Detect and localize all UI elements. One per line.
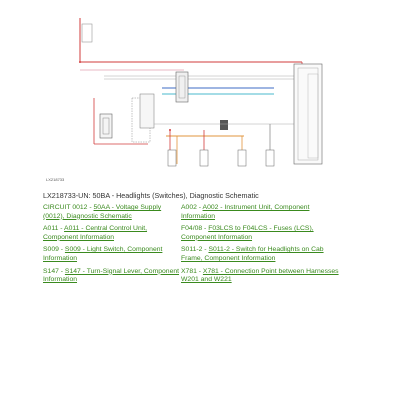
component-links: CIRCUIT 0012 - 50AA - Voltage Supply (00… xyxy=(43,204,343,285)
link-text[interactable]: S011-2 - Switch for Headlights on Cab Fr… xyxy=(181,246,324,262)
connector-s147-a xyxy=(167,149,177,167)
link-s009[interactable]: S009 - S009 - Light Switch, Component In… xyxy=(43,246,181,263)
link-code: S009 - xyxy=(43,246,65,254)
link-text[interactable]: S009 - Light Switch, Component Informati… xyxy=(43,246,163,262)
link-code: A011 - xyxy=(43,225,65,233)
image-id: LX218733 xyxy=(46,177,65,182)
link-code: X781 - xyxy=(181,267,203,275)
junction-dot-1 xyxy=(79,61,81,63)
connector-s147-b xyxy=(199,149,209,167)
component-a002 xyxy=(175,71,189,103)
link-text[interactable]: X781 - Connection Point between Harnesse… xyxy=(181,267,339,284)
link-circuit-0012[interactable]: CIRCUIT 0012 - 50AA - Voltage Supply (00… xyxy=(43,204,181,221)
link-x781[interactable]: X781 - X781 - Connection Point between H… xyxy=(181,268,343,285)
junction-dot-2 xyxy=(169,129,171,131)
link-code: S011-2 - xyxy=(181,246,209,254)
link-code: CIRCUIT 0012 - xyxy=(43,204,94,211)
connector-x781-b xyxy=(265,149,275,167)
link-code: A002 - xyxy=(181,204,203,211)
diagnostic-schematic xyxy=(79,18,323,167)
figure-caption: LX218733-UN: 50BA - Headlights (Switches… xyxy=(43,191,259,200)
component-a011 xyxy=(99,113,113,139)
component-a002-pin xyxy=(178,75,186,99)
component-f04-side xyxy=(307,73,319,159)
link-text[interactable]: A011 - Central Control Unit, Component I… xyxy=(43,225,148,241)
component-s009 xyxy=(139,93,155,129)
link-a002[interactable]: A002 - A002 - Instrument Unit, Component… xyxy=(181,204,343,221)
link-s011-2[interactable]: S011-2 - S011-2 - Switch for Headlights … xyxy=(181,246,343,263)
component-a011-inner xyxy=(102,117,110,135)
link-text[interactable]: S147 - Turn-Signal Lever, Component Info… xyxy=(43,267,180,284)
component-s011 xyxy=(220,120,228,130)
link-code: S147 - xyxy=(43,267,65,275)
link-text[interactable]: F03LCS to F04LCS - Fuses (LCS), Componen… xyxy=(181,225,314,241)
link-text[interactable]: A002 - Instrument Unit, Component Inform… xyxy=(181,204,310,220)
supply-block xyxy=(81,23,93,43)
link-s147[interactable]: S147 - S147 - Turn-Signal Lever, Compone… xyxy=(43,268,181,285)
connector-x781-a xyxy=(237,149,247,167)
link-f04-08[interactable]: F04/08 - F03LCS to F04LCS - Fuses (LCS),… xyxy=(181,225,343,242)
link-code: F04/08 - xyxy=(181,225,209,233)
link-a011[interactable]: A011 - A011 - Central Control Unit, Comp… xyxy=(43,225,181,242)
link-text[interactable]: 50AA - Voltage Supply (0012), Diagnostic… xyxy=(43,204,162,220)
